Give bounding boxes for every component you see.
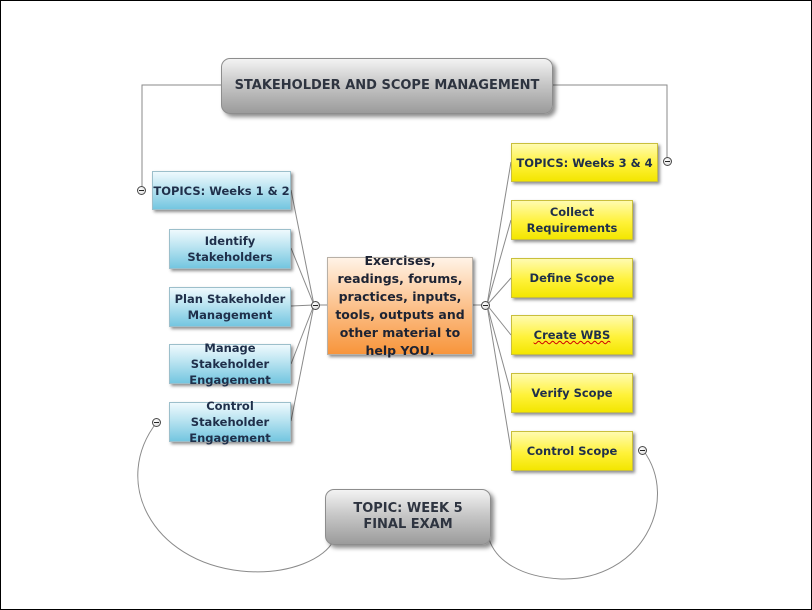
topic-verify-scope[interactable]: Verify Scope <box>511 373 633 413</box>
topic-identify-stakeholders[interactable]: Identify Stakeholders <box>169 229 291 269</box>
topic-control-scope[interactable]: Control Scope <box>511 431 633 471</box>
collapse-toggle-icon[interactable] <box>481 301 490 310</box>
title-text: STAKEHOLDER AND SCOPE MANAGEMENT <box>234 78 540 93</box>
connector-collect <box>486 219 512 306</box>
right-branch-header[interactable]: TOPICS: Weeks 3 & 4 <box>511 143 658 182</box>
connector-create-wbs <box>486 304 512 336</box>
connector-curve-left <box>137 421 334 573</box>
connector-manage <box>290 304 315 365</box>
connector-left-header <box>290 189 315 306</box>
connector-title-right <box>553 84 668 158</box>
final-exam-line2: FINAL EXAM <box>363 517 453 532</box>
center-node[interactable]: Exercises, readings, forums, practices, … <box>327 253 473 358</box>
topic-plan-stakeholder-management[interactable]: Plan Stakeholder Management <box>169 287 291 327</box>
topic-label: Verify Scope <box>531 386 613 400</box>
topic-collect-requirements[interactable]: Collect Requirements <box>511 200 633 240</box>
left-branch-header-text: TOPICS: Weeks 1 & 2 <box>153 183 290 198</box>
topic-define-scope[interactable]: Define Scope <box>511 258 633 298</box>
connector-control-scope <box>486 304 512 451</box>
final-exam-line1: TOPIC: WEEK 5 <box>353 501 463 516</box>
topic-manage-stakeholder-engagement[interactable]: Manage Stakeholder Engagement <box>169 341 291 387</box>
left-branch-header[interactable]: TOPICS: Weeks 1 & 2 <box>152 171 291 210</box>
topic-label: Define Scope <box>529 271 615 285</box>
topic-label: Collect Requirements <box>526 205 618 235</box>
connector-curve-right <box>488 449 658 580</box>
connector-verify <box>486 304 512 394</box>
title-node[interactable]: STAKEHOLDER AND SCOPE MANAGEMENT <box>221 58 553 114</box>
connector-title-left <box>141 84 221 187</box>
connector-control-stakeholder <box>290 304 315 422</box>
topic-create-wbs[interactable]: Create WBS <box>511 315 633 355</box>
connector-define <box>486 277 512 306</box>
connector-identify <box>290 247 315 306</box>
collapse-toggle-icon[interactable] <box>311 301 320 310</box>
connector-right-header <box>486 161 512 306</box>
collapse-toggle-icon[interactable] <box>137 186 146 195</box>
topic-control-stakeholder-engagement[interactable]: Control Stakeholder Engagement <box>169 399 291 445</box>
final-exam-node[interactable]: TOPIC: WEEK 5 FINAL EXAM <box>325 489 491 545</box>
topic-label: Control Scope <box>526 444 618 458</box>
topic-label: Identify Stakeholders <box>187 234 273 264</box>
collapse-toggle-icon[interactable] <box>152 418 161 427</box>
topic-label: Control Stakeholder Engagement <box>189 399 271 445</box>
topic-label: Manage Stakeholder Engagement <box>189 341 271 387</box>
topic-label: Plan Stakeholder Management <box>174 292 286 322</box>
center-text: Exercises, readings, forums, practices, … <box>335 253 465 358</box>
collapse-toggle-icon[interactable] <box>638 446 647 455</box>
collapse-toggle-icon[interactable] <box>663 157 672 166</box>
right-branch-header-text: TOPICS: Weeks 3 & 4 <box>516 155 653 170</box>
topic-label: Create WBS <box>533 328 611 342</box>
